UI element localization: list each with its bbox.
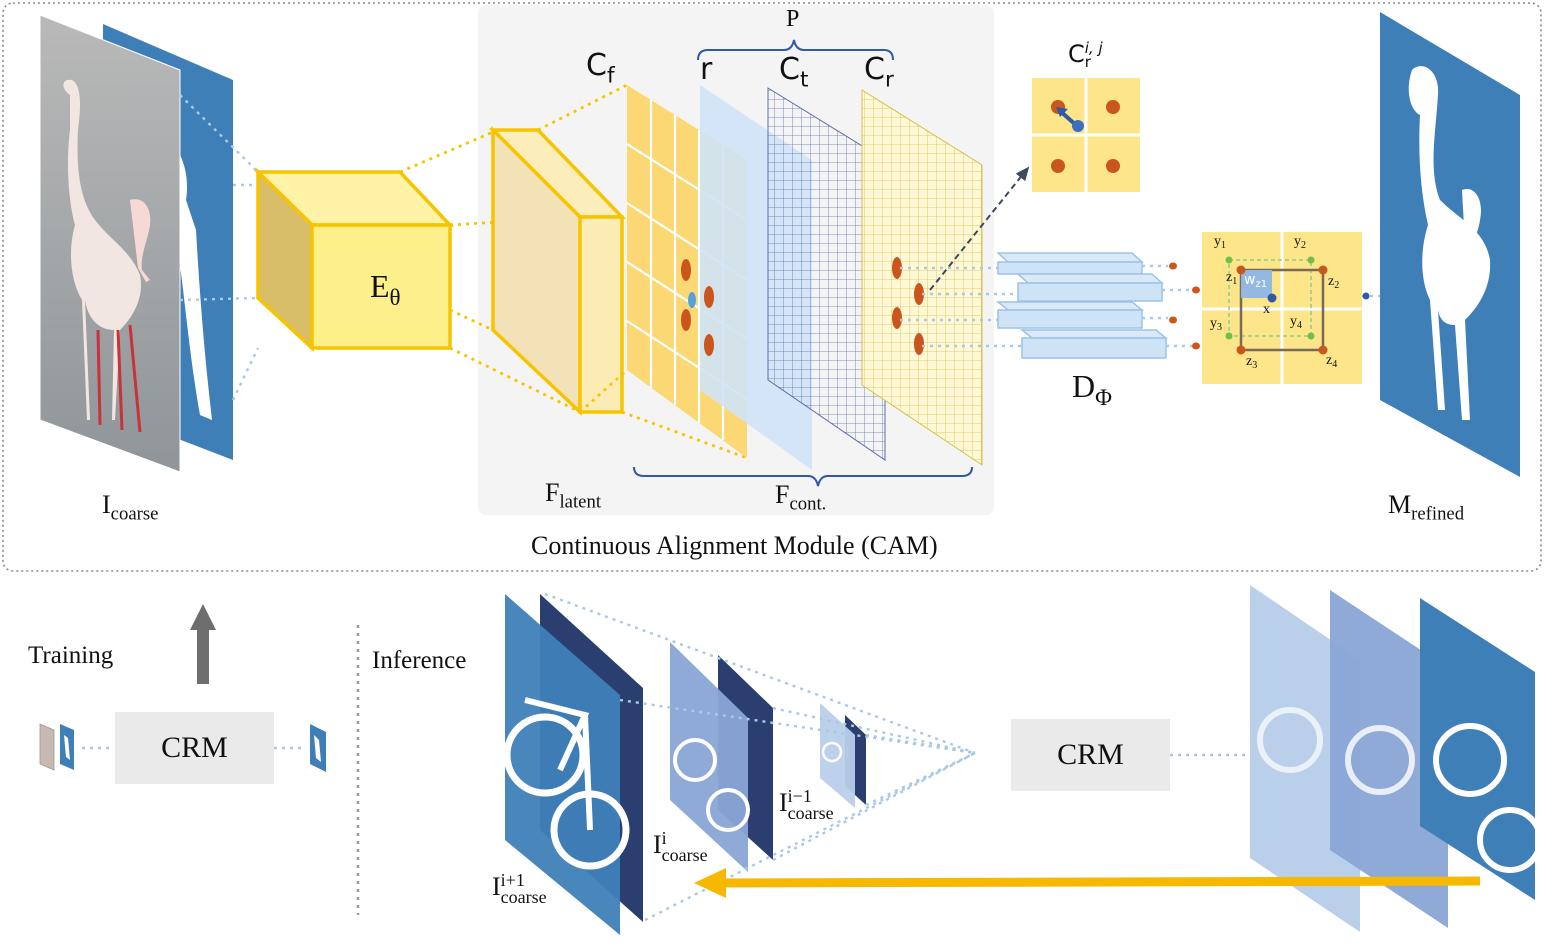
inference-label: Inference bbox=[372, 647, 467, 674]
refined-mask bbox=[1380, 12, 1520, 477]
interp-y4: y4 bbox=[1290, 314, 1302, 331]
crm-inference-box: CRM bbox=[1011, 719, 1170, 791]
interp-y1: y1 bbox=[1214, 234, 1226, 251]
pyramid-mid bbox=[670, 642, 773, 872]
latent-connectors bbox=[537, 83, 748, 460]
inference-feedback-arrow bbox=[694, 868, 1481, 898]
interp-grid bbox=[1202, 232, 1362, 384]
fcont-brace bbox=[633, 466, 973, 487]
feature-connectors bbox=[900, 266, 1022, 348]
zoom-arrow bbox=[929, 166, 1030, 291]
interp-y2: y2 bbox=[1294, 234, 1306, 251]
cr-label: Cr bbox=[864, 52, 894, 93]
cr-grid bbox=[861, 89, 983, 466]
encoder-cube bbox=[253, 167, 455, 353]
ct-label: Ct bbox=[779, 52, 809, 93]
decoder-outputs bbox=[1142, 262, 1200, 350]
training-thumbs bbox=[39, 723, 326, 772]
p-label: P bbox=[786, 6, 800, 32]
output-point bbox=[1362, 292, 1370, 300]
cf-label: Cf bbox=[586, 48, 615, 89]
r-label: r bbox=[700, 52, 713, 87]
decoder-bars bbox=[995, 252, 1169, 359]
input-connectors bbox=[179, 94, 260, 401]
interp-x: x bbox=[1263, 302, 1270, 317]
icoarse-label: Icoarse bbox=[102, 490, 159, 525]
input-image-stack bbox=[39, 14, 233, 473]
cam-frame bbox=[2, 2, 1542, 572]
query-point bbox=[688, 292, 696, 308]
interp-z2: z2 bbox=[1328, 274, 1340, 291]
interp-y3: y3 bbox=[1210, 316, 1222, 333]
pyramid-connectors bbox=[544, 592, 1248, 922]
interp-z1: z1 bbox=[1226, 270, 1238, 287]
pyramid-large bbox=[503, 594, 643, 935]
interp-z3: z3 bbox=[1246, 354, 1258, 371]
flamingo-legs bbox=[96, 324, 142, 433]
interp-wz: wz1 bbox=[1244, 272, 1268, 290]
training-up-arrow bbox=[190, 604, 216, 684]
crij-detail bbox=[1032, 78, 1140, 192]
crm-training-box: CRM bbox=[115, 712, 274, 784]
p-brace bbox=[697, 39, 894, 61]
encoder-label: Eθ bbox=[370, 268, 401, 311]
pyramid-small bbox=[820, 703, 866, 808]
refined-stack bbox=[1250, 585, 1543, 932]
flamingo-shape bbox=[63, 79, 141, 420]
flamingo-shape-2 bbox=[130, 199, 151, 282]
ct-grid bbox=[767, 87, 886, 461]
cr-points bbox=[892, 257, 924, 355]
cf-points bbox=[681, 259, 714, 356]
training-label: Training bbox=[28, 642, 114, 669]
decoder-label: DΦ bbox=[1072, 368, 1112, 411]
fcont-label: Fcont. bbox=[775, 480, 827, 515]
cam-title: Continuous Alignment Module (CAM) bbox=[531, 531, 938, 560]
mrefined-label: Mrefined bbox=[1388, 490, 1465, 525]
flatent-label: Flatent bbox=[545, 478, 602, 513]
interp-z4: z4 bbox=[1326, 353, 1338, 370]
